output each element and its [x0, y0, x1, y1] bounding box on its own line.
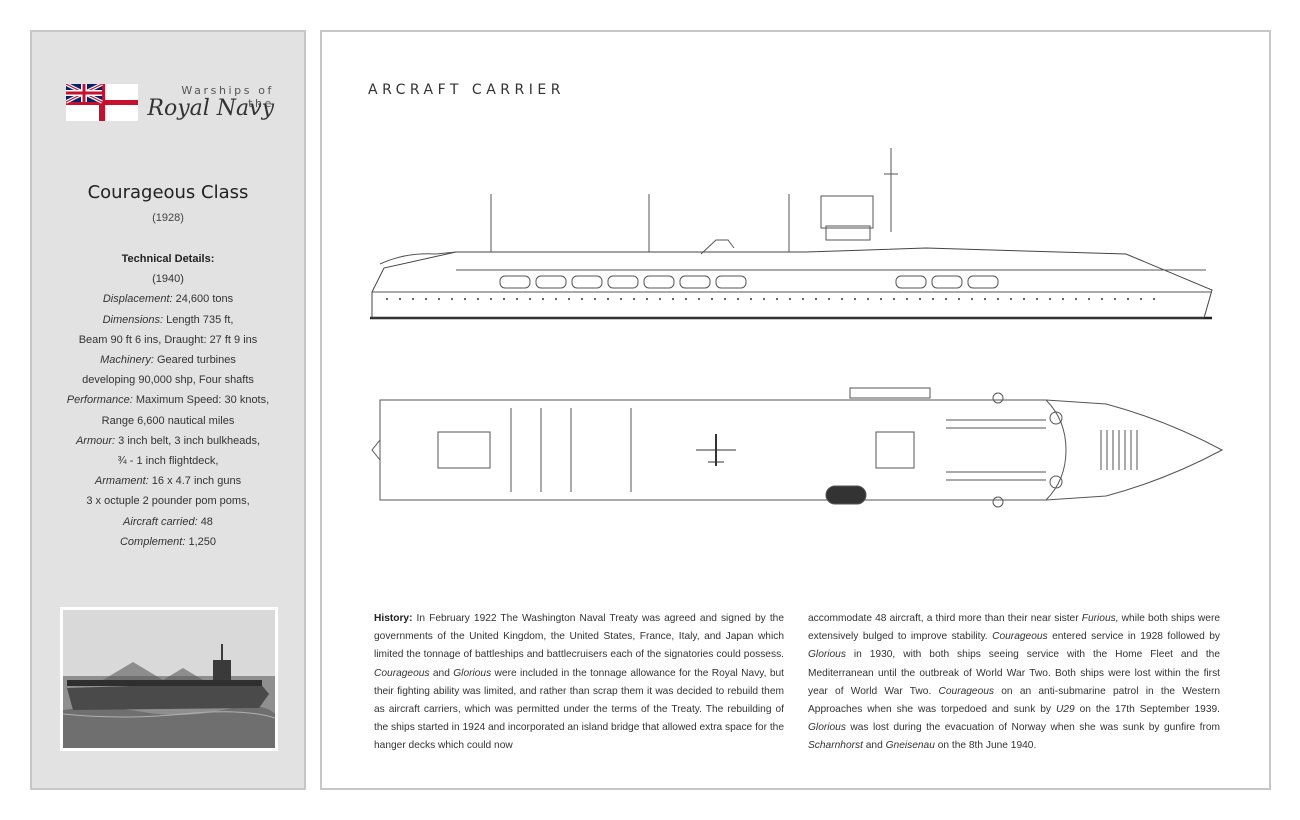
class-title: Courageous Class	[87, 182, 249, 203]
detail-line: Machinery: Geared turbines	[32, 350, 304, 370]
history-label: History:	[374, 613, 413, 624]
history-text: Courageous	[992, 631, 1048, 643]
detail-value: 3 x octuple 2 pounder pom poms,	[86, 495, 250, 508]
main-panel: ARCRAFT CARRIER	[320, 30, 1271, 790]
white-ensign-flag-icon	[66, 84, 138, 121]
history-text: Courageous	[938, 685, 995, 697]
detail-label: Armour:	[75, 434, 116, 447]
history-text: Courageous	[374, 667, 430, 679]
history-column-1: History: In February 1922 The Washington…	[374, 610, 784, 756]
detail-value: 24,600 tons	[175, 293, 234, 306]
detail-value: Maximum Speed: 30 knots,	[135, 394, 270, 407]
ship-photo	[60, 607, 278, 751]
detail-line: Performance: Maximum Speed: 30 knots,	[32, 390, 304, 410]
details-heading: Technical Details:	[121, 253, 215, 265]
detail-line: ¾ - 1 inch flightdeck,	[32, 451, 304, 471]
history-text: on the 17th September 1939.	[1074, 704, 1220, 716]
detail-value: Range 6,600 nautical miles	[101, 414, 235, 427]
history-text: Glorious	[808, 649, 846, 661]
detail-label: Displacement:	[102, 293, 173, 306]
detail-value: ¾ - 1 inch flightdeck,	[117, 455, 219, 468]
history-text: accommodate 48 aircraft, a third more th…	[808, 613, 1082, 624]
detail-line: Range 6,600 nautical miles	[32, 411, 304, 431]
technical-details: Technical Details: (1940) Displacement: …	[32, 249, 304, 552]
detail-value: 16 x 4.7 inch guns	[151, 475, 242, 488]
sidebar-panel: Warships of the Royal Navy Courageous Cl…	[30, 30, 306, 790]
detail-line: Displacement: 24,600 tons	[32, 289, 304, 309]
ship-plan-drawing	[371, 387, 1224, 508]
detail-line: developing 90,000 shp, Four shafts	[32, 370, 304, 390]
detail-value: 3 inch belt, 3 inch bulkheads,	[118, 434, 261, 447]
detail-value: Beam 90 ft 6 ins, Draught: 27 ft 9 ins	[78, 333, 258, 346]
ship-profile-drawing	[370, 148, 1213, 320]
detail-line: Armour: 3 inch belt, 3 inch bulkheads,	[32, 431, 304, 451]
detail-line: Dimensions: Length 735 ft,	[32, 310, 304, 330]
history-text: In February 1922 The Washington Naval Tr…	[374, 613, 784, 661]
history-text: on the 8th June 1940.	[934, 740, 1037, 752]
history-text: while both ships were extensively bulged…	[808, 613, 1221, 643]
history-text: and	[429, 667, 454, 679]
history-text: were included in the tonnage allowance f…	[374, 667, 784, 752]
detail-label: Machinery:	[100, 354, 154, 367]
history-text: Furious,	[1081, 613, 1119, 624]
detail-value: Length 735 ft,	[166, 313, 234, 326]
detail-label: Performance:	[66, 394, 133, 407]
brand-subtitle: Warships of the	[181, 84, 274, 110]
history-text: Scharnhorst	[808, 740, 863, 752]
class-year: (1928)	[152, 212, 184, 224]
detail-line: Aircraft carried: 48	[32, 512, 304, 532]
detail-value: 48	[200, 515, 213, 528]
history-text: entered service in 1928 followed by	[1047, 631, 1220, 643]
detail-value: 1,250	[188, 535, 216, 548]
detail-label: Dimensions:	[102, 313, 164, 326]
detail-line: Armament: 16 x 4.7 inch guns	[32, 471, 304, 491]
detail-line: Beam 90 ft 6 ins, Draught: 27 ft 9 ins	[32, 330, 304, 350]
detail-line: Complement: 1,250	[32, 532, 304, 552]
history-text: Gneisenau	[885, 740, 935, 752]
detail-value: developing 90,000 shp, Four shafts	[82, 374, 254, 387]
detail-value: Geared turbines	[156, 354, 236, 367]
details-year: (1940)	[152, 273, 184, 286]
history-text: in 1930, with both ships seeing service …	[808, 649, 1220, 697]
history-text: was lost during the evacuation of Norway…	[845, 722, 1220, 734]
detail-label: Aircraft carried:	[123, 515, 198, 528]
detail-line: 3 x octuple 2 pounder pom poms,	[32, 491, 304, 511]
history-text: Glorious	[808, 722, 846, 734]
biplane-icon	[696, 434, 736, 466]
brand-title: Royal Navy	[147, 96, 274, 121]
history-text: U29	[1055, 704, 1075, 716]
section-label: ARCRAFT CARRIER	[368, 82, 565, 98]
history-text: and	[862, 740, 886, 752]
history-text: Glorious	[453, 667, 492, 679]
history-column-2: accommodate 48 aircraft, a third more th…	[808, 610, 1220, 756]
history-text: on an anti-submarine patrol in the Weste…	[808, 685, 1220, 716]
detail-label: Armament:	[94, 475, 149, 488]
detail-label: Complement:	[119, 535, 186, 548]
